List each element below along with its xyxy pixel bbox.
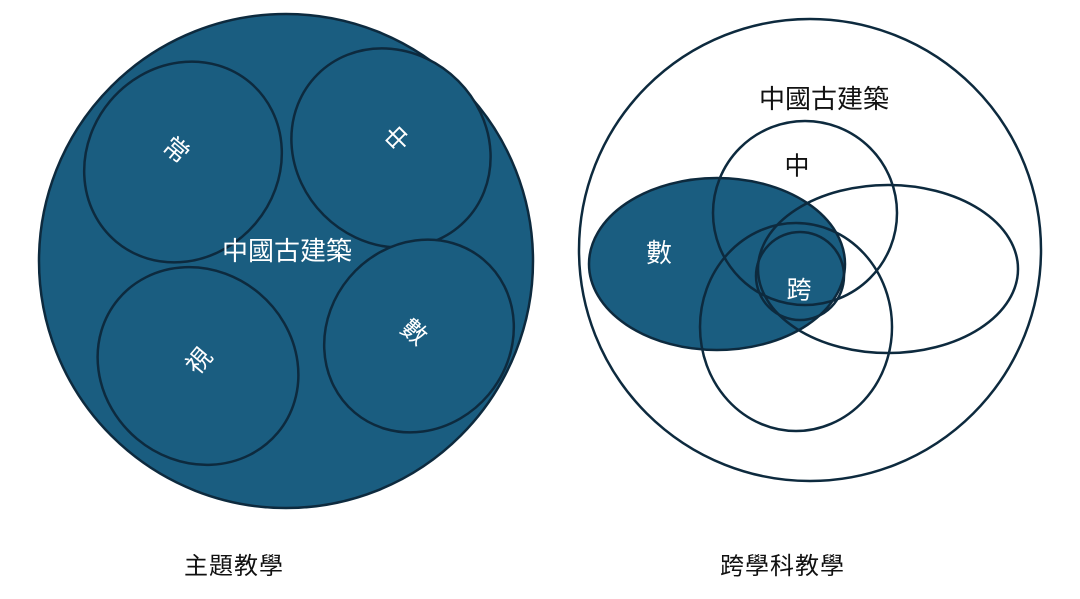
math-label-right: 數 <box>646 239 672 269</box>
bottom-ellipse <box>698 221 894 433</box>
outer-label-right: 中國古建築 <box>759 85 889 115</box>
caption-interdisciplinary-teaching: 跨學科教學 <box>720 552 845 580</box>
center-circle <box>754 230 846 322</box>
petal-bottom-left <box>96 265 300 467</box>
petal-top-right <box>290 47 492 249</box>
center-label-left: 中國古建築 <box>222 237 352 267</box>
petal-top-left <box>82 60 284 264</box>
center-label-right: 跨 <box>786 276 811 305</box>
caption-thematic-teaching: 主題教學 <box>184 552 284 580</box>
thematic-teaching-diagram: 常 中 視 數 中國古建築 <box>37 12 535 510</box>
top-label-right: 中 <box>784 152 809 181</box>
interdisciplinary-teaching-diagram: 中國古建築 中 數 跨 <box>577 17 1043 483</box>
petal-bottom-right <box>322 238 516 434</box>
top-circle <box>711 119 899 307</box>
